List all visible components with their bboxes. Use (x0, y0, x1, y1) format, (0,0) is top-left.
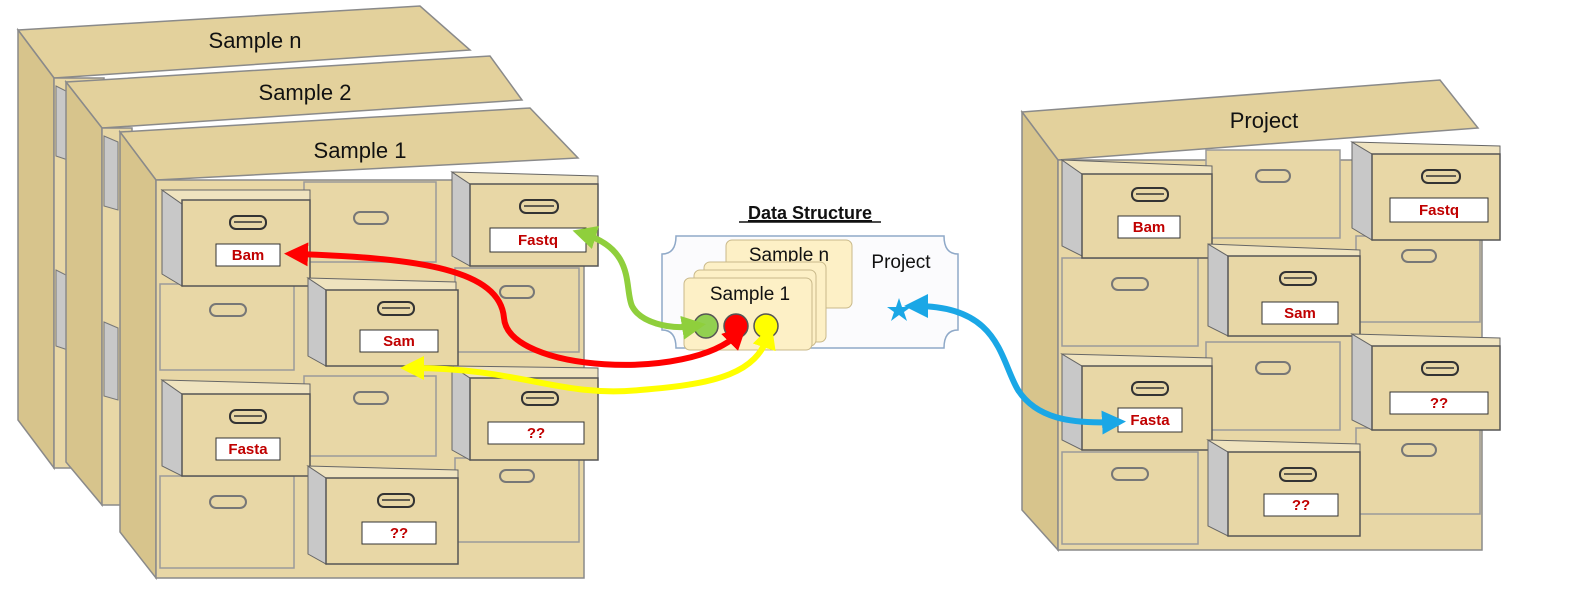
drawer-bam: Bam (160, 189, 311, 287)
cabinet-title-sample-1: Sample 1 (314, 138, 407, 163)
arrow-fastq (572, 226, 706, 340)
project-drawer-unknown-right: ?? (1350, 333, 1501, 431)
arrow-fasta-project (904, 294, 1126, 435)
label-project-unknown-b: ?? (1292, 497, 1310, 514)
fastq-dot (693, 313, 719, 339)
project-drawer-fastq: Fastq (1350, 141, 1501, 241)
project-drawer-bam: Bam (1060, 159, 1213, 259)
cabinet-project: Project Bam (1020, 79, 1501, 552)
card-sample-n-label: Sample n (749, 245, 829, 266)
label-project-fastq: Fastq (1419, 202, 1459, 219)
label-sample-unknown-b: ?? (390, 525, 408, 542)
label-project-fasta: Fasta (1130, 412, 1170, 429)
project-drawer-unknown-bottom: ?? (1206, 439, 1361, 537)
label-project-bam: Bam (1133, 219, 1166, 236)
data-structure-panel: Data Structure Sample n Sample 1 Project (661, 203, 959, 351)
label-project-unknown-a: ?? (1430, 395, 1448, 412)
project-label: Project (871, 252, 931, 273)
label-sample-fastq: Fastq (518, 232, 558, 249)
closed-drawer-handles (209, 211, 535, 509)
card-sample-1-label: Sample 1 (710, 284, 790, 305)
label-project-sam: Sam (1284, 305, 1316, 322)
project-drawer-sam: Sam (1207, 243, 1361, 337)
label-sample-fasta: Fasta (228, 441, 268, 458)
data-structure-title: Data Structure (748, 203, 872, 223)
project-closed-drawer-handles (1111, 169, 1437, 481)
arrow-sam (400, 324, 776, 395)
project-drawer-fasta: Fasta (1060, 353, 1213, 451)
cabinet-title-sample-n: Sample n (209, 28, 302, 53)
drawer-sam: Sam (306, 277, 459, 367)
sam-dot (753, 313, 779, 339)
cabinet-title-sample-2: Sample 2 (259, 80, 352, 105)
label-sample-bam: Bam (232, 247, 265, 264)
drawer-fastq: Fastq (450, 171, 599, 267)
drawer-unknown-bottom: ?? (306, 465, 459, 565)
label-sample-unknown-a: ?? (527, 425, 545, 442)
drawer-fasta: Fasta (160, 379, 311, 477)
label-sample-sam: Sam (383, 333, 415, 350)
cabinet-title-project: Project (1230, 108, 1298, 133)
